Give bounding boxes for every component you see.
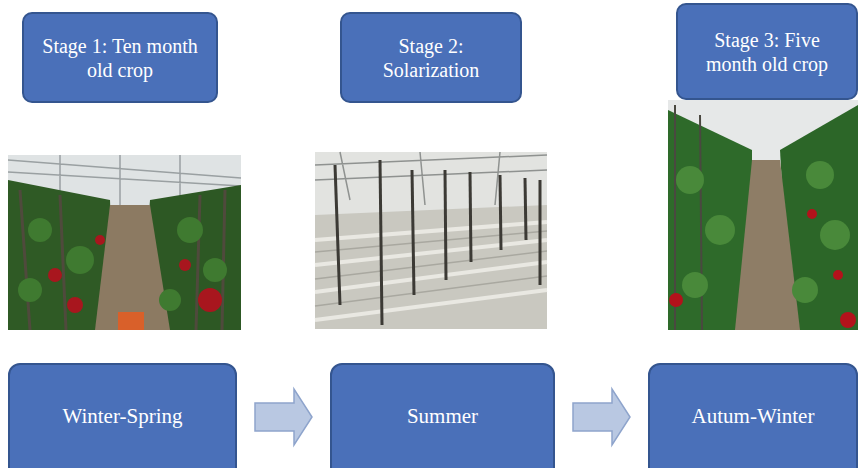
stage-text: Stage 2: Solarization: [352, 34, 510, 82]
block-arrow: [255, 389, 312, 445]
crop-photo: [668, 100, 858, 330]
solarization-photo: [315, 152, 547, 329]
stage-box: Stage 3: Five month old crop: [676, 3, 858, 100]
block-arrow: [573, 389, 630, 445]
season-box: Winter-Spring: [8, 363, 237, 468]
stage-box: Stage 1: Ten month old crop: [22, 12, 218, 103]
stage-text: Autum-Winter: [692, 404, 815, 429]
crop-photo: [8, 155, 241, 330]
season-box: Autum-Winter: [648, 363, 858, 468]
stage-text: Summer: [407, 404, 478, 429]
season-box: Summer: [330, 363, 555, 468]
stage-text: Stage 3: Five month old crop: [688, 28, 846, 76]
stage-box: Stage 2: Solarization: [340, 12, 522, 103]
stage-text: Stage 1: Ten month old crop: [34, 34, 206, 82]
stage-text: Winter-Spring: [62, 404, 182, 429]
